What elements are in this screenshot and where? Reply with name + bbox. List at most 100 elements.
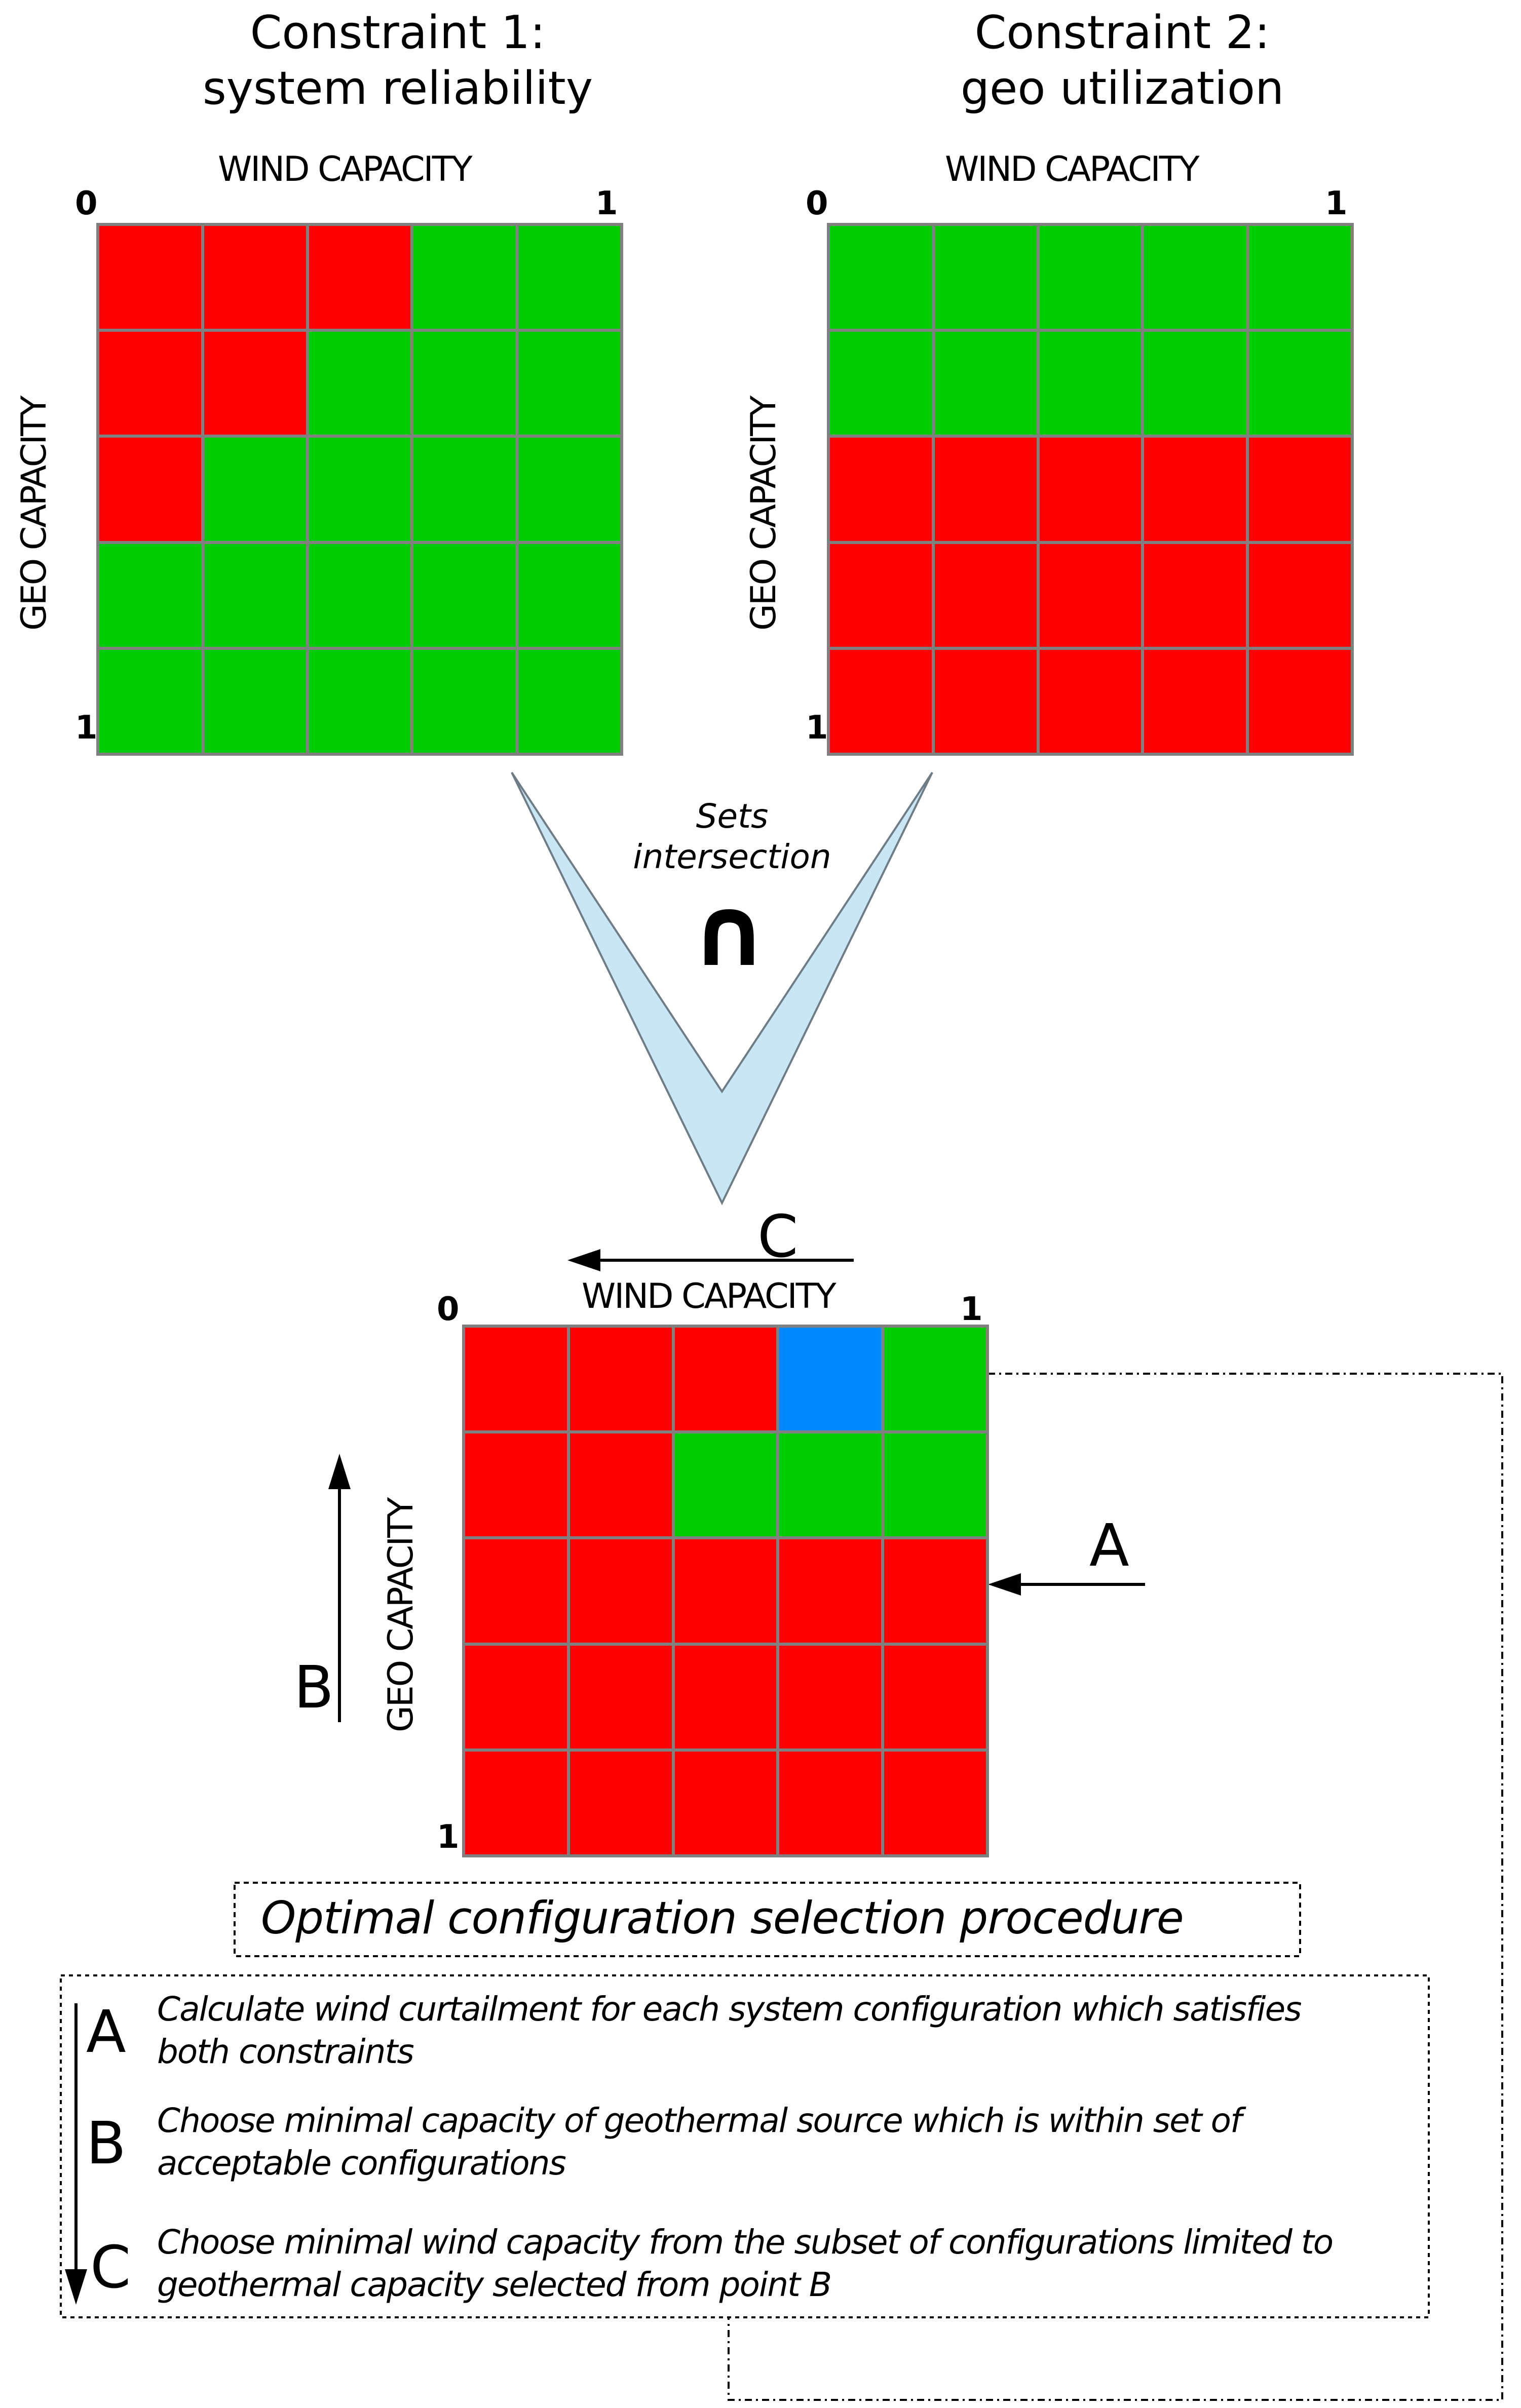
constraint1-y-axis-label: GEO CAPACITY [14, 397, 54, 631]
grid-cell-red [465, 1751, 567, 1854]
grid-cell-green [934, 226, 1037, 329]
grid-cell-red [830, 438, 932, 541]
grid-cell-green [934, 332, 1037, 435]
grid-cell-green [204, 543, 306, 647]
grid-cell-red [99, 332, 201, 435]
grid-cell-red [1039, 649, 1142, 753]
grid-cell-red [779, 1539, 882, 1643]
intersection-symbol-icon: ∩ [690, 876, 769, 988]
step-c-line1: Choose minimal wind capacity from the su… [157, 2223, 1334, 2262]
grid-cell-green [1039, 332, 1142, 435]
grid-cell-red [569, 1539, 672, 1643]
grid-cell-red [674, 1645, 777, 1749]
constraint1-title: Constraint 1: system reliability [170, 5, 626, 116]
grid-cell-red [1144, 543, 1246, 647]
grid-cell-red [1144, 649, 1246, 753]
grid-cell-green [518, 438, 620, 541]
constraint2-tick-one-y: 1 [806, 709, 828, 747]
grid-cell-red [830, 649, 932, 753]
grid-cell-green [518, 543, 620, 647]
grid-cell-red [779, 1751, 882, 1854]
grid-cell-red [465, 1645, 567, 1749]
grid-cell-green [674, 1433, 777, 1537]
grid-cell-red [1249, 543, 1351, 647]
step-c-line2: geothermal capacity selected from point … [157, 2265, 832, 2304]
constraint1-tick-one-x: 1 [595, 185, 618, 222]
step-a-letter: A [86, 1998, 126, 2066]
step-b-letter: B [86, 2110, 126, 2178]
result-y-axis-label: GEO CAPACITY [381, 1498, 421, 1732]
grid-cell-green [1249, 332, 1351, 435]
grid-cell-red [884, 1751, 986, 1854]
step-a-line1: Calculate wind curtailment for each syst… [157, 1990, 1302, 2029]
grid-cell-green [830, 226, 932, 329]
constraint2-y-axis-label: GEO CAPACITY [744, 397, 784, 631]
grid-cell-red [465, 1433, 567, 1537]
grid-cell-red [569, 1751, 672, 1854]
grid-cell-red [204, 226, 306, 329]
grid-cell-red [934, 438, 1037, 541]
constraint2-tick-zero: 0 [806, 185, 828, 222]
step-c-text: Choose minimal wind capacity from the su… [157, 2221, 1334, 2306]
constraint1-tick-zero: 0 [75, 185, 98, 222]
result-tick-one-x: 1 [960, 1291, 983, 1328]
grid-cell-red [674, 1539, 777, 1643]
constraint1-tick-one-y: 1 [75, 709, 98, 747]
constraint2-tick-one-x: 1 [1325, 185, 1348, 222]
procedure-title-box [234, 1882, 1301, 1957]
grid-cell-red [569, 1645, 672, 1749]
grid-cell-red [465, 1539, 567, 1643]
grid-cell-red [1249, 438, 1351, 541]
constraint1-grid [96, 223, 623, 756]
result-grid [462, 1325, 989, 1857]
grid-cell-red [934, 649, 1037, 753]
grid-cell-red [465, 1328, 567, 1431]
grid-cell-red [569, 1328, 672, 1431]
step-b-line2: acceptable configurations [157, 2144, 566, 2183]
grid-cell-green [413, 438, 516, 541]
steps-arrow-head [65, 2269, 87, 2305]
constraint1-x-axis-label: WIND CAPACITY [218, 149, 473, 189]
grid-cell-green [518, 649, 620, 753]
grid-cell-green [204, 649, 306, 753]
constraint2-title-line1: Constraint 2: [974, 6, 1270, 59]
grid-cell-green [309, 649, 411, 753]
result-tick-one-y: 1 [437, 1818, 460, 1856]
step-b-text: Choose minimal capacity of geothermal so… [157, 2100, 1242, 2185]
grid-cell-red [830, 543, 932, 647]
constraint2-title-line2: geo utilization [960, 62, 1284, 115]
grid-cell-green [518, 332, 620, 435]
grid-cell-green [518, 226, 620, 329]
grid-cell-red [99, 438, 201, 541]
arrow-a-label: A [1089, 1512, 1129, 1580]
sets-intersection-line2: intersection [633, 837, 831, 876]
grid-cell-red [674, 1751, 777, 1854]
grid-cell-green [1039, 226, 1142, 329]
step-c-letter: C [90, 2234, 131, 2302]
grid-cell-green [1144, 332, 1246, 435]
constraint2-title: Constraint 2: geo utilization [894, 5, 1350, 116]
grid-cell-red [884, 1539, 986, 1643]
grid-cell-blue [779, 1328, 882, 1431]
grid-cell-green [413, 332, 516, 435]
step-a-line2: both constraints [157, 2032, 414, 2071]
result-x-axis-label: WIND CAPACITY [582, 1276, 836, 1316]
arrow-c-label: C [757, 1203, 798, 1271]
grid-cell-green [1144, 226, 1246, 329]
grid-cell-red [934, 543, 1037, 647]
grid-cell-green [309, 543, 411, 647]
grid-cell-red [1039, 438, 1142, 541]
grid-cell-green [413, 649, 516, 753]
step-a-text: Calculate wind curtailment for each syst… [157, 1988, 1302, 2073]
sets-intersection-line1: Sets [696, 797, 769, 836]
grid-cell-green [309, 438, 411, 541]
grid-cell-red [674, 1328, 777, 1431]
intersection-funnel [511, 771, 933, 1206]
grid-cell-red [1144, 438, 1246, 541]
arrow-c-head [567, 1249, 600, 1271]
grid-cell-red [204, 332, 306, 435]
grid-cell-green [884, 1433, 986, 1537]
grid-cell-green [413, 543, 516, 647]
